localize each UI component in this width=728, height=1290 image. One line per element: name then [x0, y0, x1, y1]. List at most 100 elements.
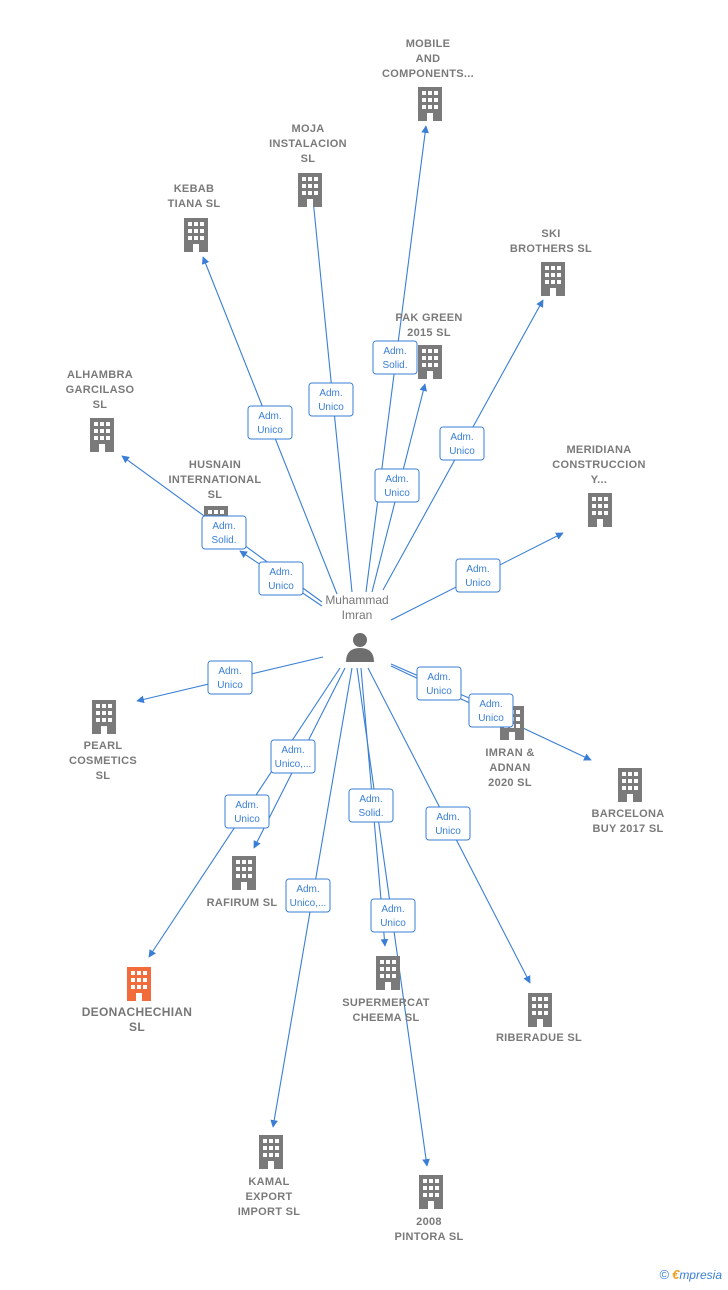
company-label-line: KEBAB [174, 183, 215, 195]
company-label-line: SUPERMERCAT [342, 997, 429, 1009]
role-label-text: Adm. [427, 672, 450, 683]
center-name-line-2: Imran [342, 608, 373, 622]
role-label-box [374, 468, 420, 503]
role-label-supermercat[interactable]: Adm. Solid. [348, 788, 394, 823]
role-label-box [201, 515, 247, 550]
role-label-text: Unico [268, 581, 294, 592]
role-label-pearl[interactable]: Adm.Unico [207, 660, 253, 695]
role-label-kamal[interactable]: Adm.Unico,... [285, 878, 331, 913]
person-icon [346, 633, 374, 662]
company-label-line: EXPORT [245, 1191, 292, 1203]
company-label-line: COSMETICS [69, 755, 137, 767]
role-label-box [416, 666, 462, 701]
role-label-ski[interactable]: Adm. Unico [439, 426, 485, 461]
building-icon [232, 856, 256, 890]
building-icon [90, 418, 114, 452]
building-icon [541, 262, 565, 296]
role-label-riberadue[interactable]: Adm.Unico [425, 806, 471, 841]
role-label-box [207, 660, 253, 695]
company-label-line: RIBERADUE SL [496, 1032, 582, 1044]
role-label-alhambra[interactable]: Adm.Solid. [201, 515, 247, 550]
building-icon [184, 218, 208, 252]
company-label-line: IMPORT SL [238, 1206, 301, 1218]
company-node-kebab[interactable]: KEBAB TIANA SL [168, 183, 221, 252]
role-label-pintora[interactable]: Adm.Unico [370, 898, 416, 933]
company-node-supermercat[interactable]: SUPERMERCAT CHEEMA SL [342, 956, 429, 1024]
building-icon [588, 493, 612, 527]
company-label-line: PEARL [84, 740, 123, 752]
company-node-riberadue[interactable]: RIBERADUE SL [496, 993, 582, 1044]
company-node-kamal[interactable]: KAMAL EXPORT IMPORT SL [238, 1135, 301, 1218]
role-label-box [348, 788, 394, 823]
role-label-deona[interactable]: Adm.Unico [224, 794, 270, 829]
company-label-line: 2020 SL [488, 777, 532, 789]
company-label-line: BARCELONA [592, 808, 665, 820]
role-label-text: Adm. [381, 904, 404, 915]
company-label-line: MERIDIANA [566, 444, 631, 456]
building-icon [419, 1175, 443, 1209]
role-label-text: Unico [384, 488, 410, 499]
role-label-mobile[interactable]: Adm.Solid. [372, 340, 418, 375]
role-label-text: Unico [465, 578, 491, 589]
role-label-moja[interactable]: Adm.Unico [308, 382, 354, 417]
role-label-box [258, 561, 304, 596]
role-label-text: Unico [234, 814, 260, 825]
company-label-line: MOJA [292, 123, 325, 135]
role-label-text: Adm. [383, 346, 406, 357]
building-icon [618, 768, 642, 802]
company-node-meridiana[interactable]: MERIDIANACONSTRUCCIONY... [552, 444, 645, 527]
role-label-box [372, 340, 418, 375]
role-label-pakgreen[interactable]: Adm. Unico [374, 468, 420, 503]
role-label-text: Adm. [385, 474, 408, 485]
role-label-meridiana[interactable]: Adm. Unico [455, 558, 501, 593]
role-label-text: Solid. [358, 808, 383, 819]
role-label-box [425, 806, 471, 841]
building-icon [127, 967, 151, 1001]
role-label-husnain[interactable]: Adm.Unico [258, 561, 304, 596]
company-label-line: HUSNAIN [189, 459, 241, 471]
role-label-text: Adm. [218, 666, 241, 677]
role-label-imran[interactable]: Adm.Unico [416, 666, 462, 701]
company-label-line: INSTALACION [269, 138, 347, 150]
company-node-mobile[interactable]: MOBILEANDCOMPONENTS... [382, 38, 474, 121]
company-label-line: TIANA SL [168, 198, 221, 210]
company-label-line: 2008 [416, 1216, 442, 1228]
center-name-line-1: Muhammad [325, 593, 388, 607]
center-person[interactable]: Muhammad Imran [325, 593, 389, 662]
role-label-text: Adm. [281, 745, 304, 756]
building-icon [418, 345, 442, 379]
role-label-text: Unico [449, 446, 475, 457]
company-label-line: CHEEMA SL [352, 1012, 419, 1024]
role-label-text: Adm. [450, 432, 473, 443]
footer-brand[interactable]: ©€mpresia [659, 1267, 722, 1282]
company-label-line: KAMAL [248, 1176, 289, 1188]
company-label-line: ALHAMBRA [67, 369, 133, 381]
role-label-text: Adm. [466, 564, 489, 575]
role-label-barcelona[interactable]: Adm.Unico [468, 693, 514, 728]
role-label-text: Adm. [359, 794, 382, 805]
role-label-text: Unico [478, 713, 504, 724]
role-label-kebab[interactable]: Adm.Unico [247, 405, 293, 440]
company-label-line: DEONACHECHIAN [82, 1005, 193, 1019]
company-node-rafirum[interactable]: RAFIRUM SL [207, 856, 278, 909]
company-label-line: ADNAN [489, 762, 530, 774]
brand-logo-initial: € [672, 1267, 680, 1282]
company-label-line: PINTORA SL [394, 1231, 463, 1243]
company-label-line: GARCILASO [66, 384, 135, 396]
company-label-line: RAFIRUM SL [207, 897, 278, 909]
role-label-text: Adm. [258, 411, 281, 422]
company-label-line: COMPONENTS... [382, 68, 474, 80]
role-label-rafirum[interactable]: Adm.Unico,... [270, 739, 316, 774]
company-label-line: Y... [591, 474, 608, 486]
building-icon [92, 700, 116, 734]
